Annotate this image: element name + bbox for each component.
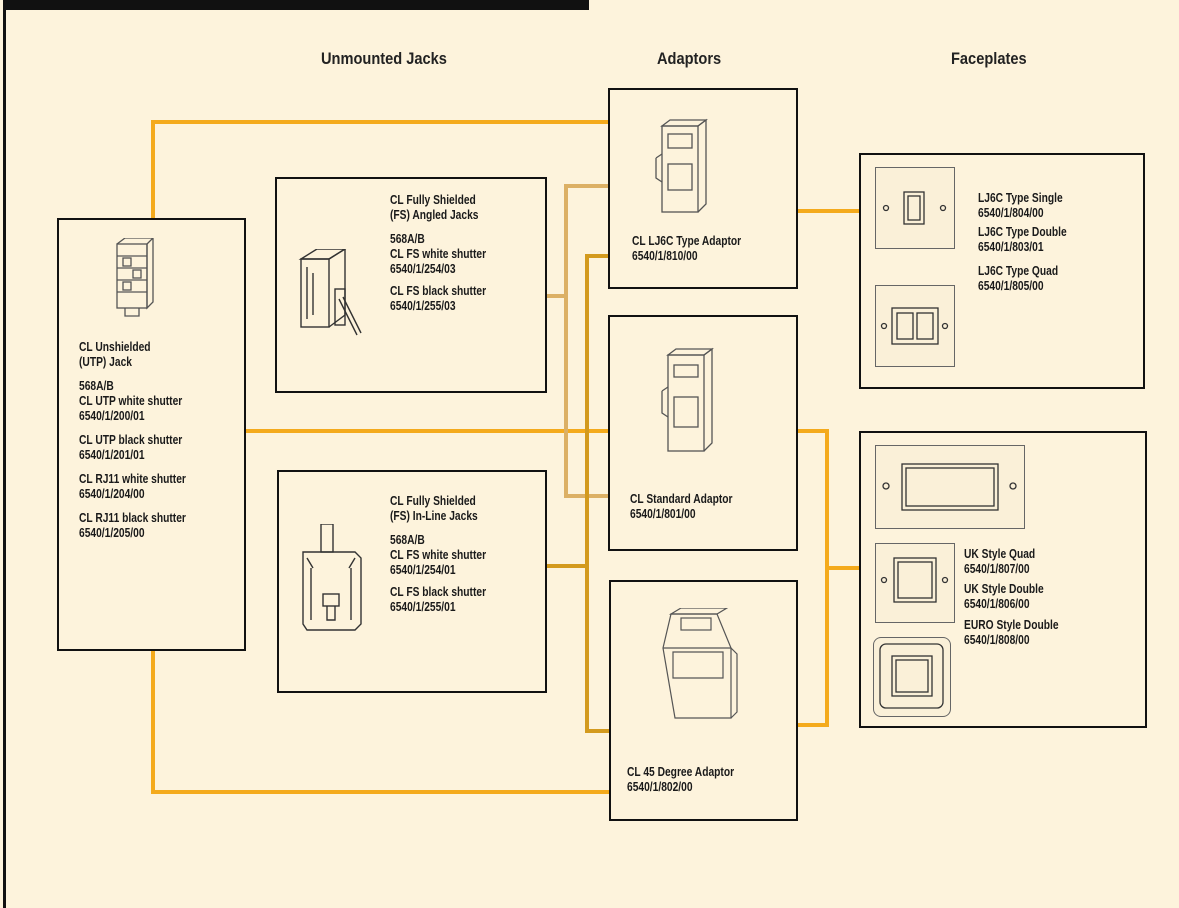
lj6c-adaptor-name: CL LJ6C Type Adaptor <box>632 234 742 248</box>
45-degree-adaptor-text: CL 45 Degree Adaptor 6540/1/802/00 <box>627 765 734 795</box>
45-degree-adaptor-code: 6540/1/802/00 <box>627 780 693 794</box>
line-fs-inline-to-adaptors <box>546 254 609 733</box>
45-degree-adaptor-box: CL 45 Degree Adaptor 6540/1/802/00 <box>609 580 798 821</box>
line-adaptors-to-uk-faceplates <box>797 429 860 727</box>
fs-inline-jacks-box: CL Fully Shielded(FS) In-Line Jacks 568A… <box>277 470 547 693</box>
lj6c-quad-faceplate-icon <box>875 285 955 367</box>
lj6c-adaptor-box: CL LJ6C Type Adaptor 6540/1/810/00 <box>608 88 798 289</box>
column-header-faceplates: Faceplates <box>951 49 1027 68</box>
uk-double-faceplate-icon <box>875 543 955 623</box>
line-fs-angled-to-adaptors <box>546 184 609 498</box>
standard-adaptor-name: CL Standard Adaptor <box>630 492 733 506</box>
euro-double-faceplate-icon <box>873 637 951 717</box>
45-degree-adaptor-icon <box>651 608 741 728</box>
standard-adaptor-text: CL Standard Adaptor 6540/1/801/00 <box>630 492 733 522</box>
lj6c-adaptor-text: CL LJ6C Type Adaptor 6540/1/810/00 <box>632 234 741 264</box>
uk-quad-faceplate-icon <box>875 445 1025 529</box>
standard-adaptor-box: CL Standard Adaptor 6540/1/801/00 <box>608 315 798 551</box>
standard-adaptor-code: 6540/1/801/00 <box>630 507 696 521</box>
fs-inline-text: CL Fully Shielded(FS) In-Line Jacks 568A… <box>390 494 486 624</box>
header-bar <box>3 0 589 10</box>
lj6c-single-faceplate-icon <box>875 167 955 249</box>
fs-angled-jacks-box: CL Fully Shielded(FS) Angled Jacks 568A/… <box>275 177 547 393</box>
fs-angled-text: CL Fully Shielded(FS) Angled Jacks 568A/… <box>390 193 486 323</box>
lj6c-adaptor-icon <box>652 118 712 218</box>
utp-jack-icon <box>109 238 159 318</box>
column-header-jacks: Unmounted Jacks <box>321 49 447 68</box>
line-utp-to-45 <box>151 650 609 794</box>
line-utp-to-lj6c <box>151 120 609 218</box>
fs-inline-jack-icon <box>297 524 367 634</box>
fs-inline-title: CL Fully Shielded(FS) In-Line Jacks <box>390 494 478 523</box>
utp-jack-title: CL Unshielded(UTP) Jack <box>79 340 151 369</box>
standard-adaptor-icon <box>660 347 720 457</box>
fs-angled-title: CL Fully Shielded(FS) Angled Jacks <box>390 193 479 222</box>
lj6c-adaptor-code: 6540/1/810/00 <box>632 249 698 263</box>
page-frame <box>3 0 1179 908</box>
column-header-adaptors: Adaptors <box>657 49 722 68</box>
fs-angled-jack-icon <box>295 249 365 339</box>
45-degree-adaptor-name: CL 45 Degree Adaptor <box>627 765 735 779</box>
